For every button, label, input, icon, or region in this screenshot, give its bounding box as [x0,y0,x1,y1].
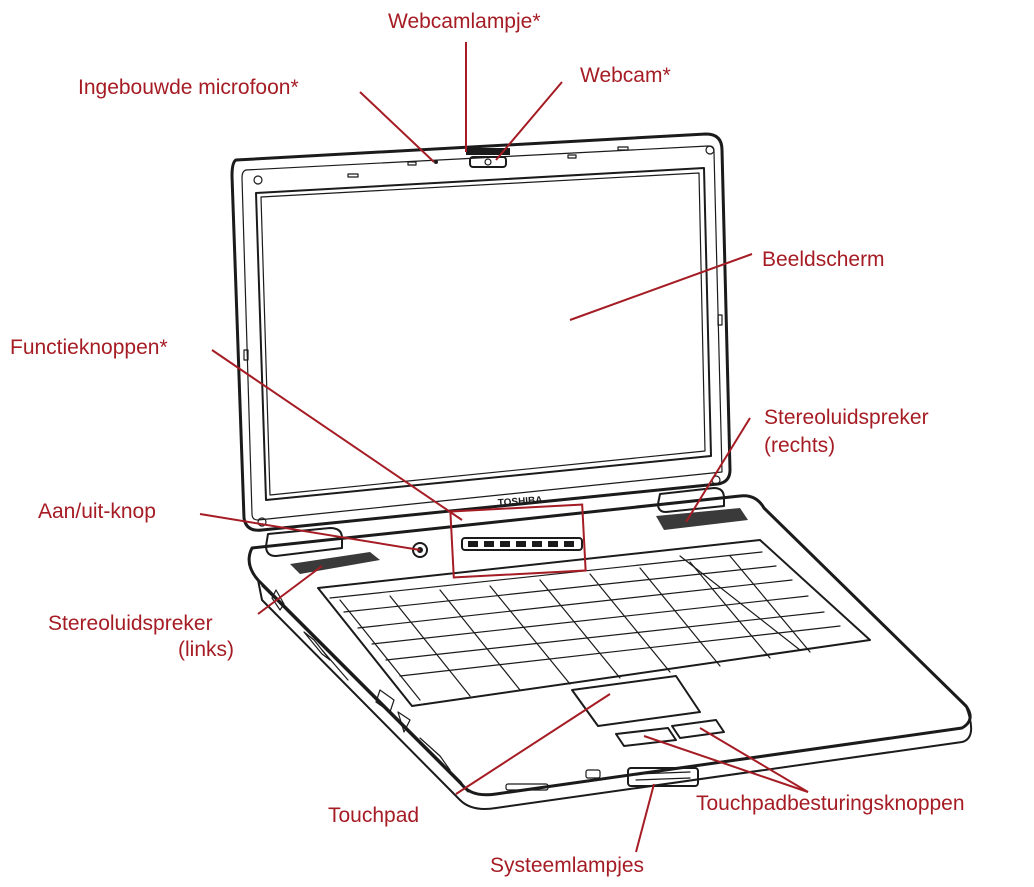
label-speaker-left-sub: (links) [178,638,234,661]
label-display: Beeldscherm [762,248,885,271]
display-screen [255,167,712,501]
label-microphone: Ingebouwde microfoon* [78,76,299,99]
label-speaker-right-sub: (rechts) [764,434,835,457]
webcam-icon [469,156,507,168]
label-function-buttons: Functieknoppen* [10,336,168,359]
label-webcam-light: Webcamlampje* [388,10,541,33]
touchpad-surface [571,675,701,727]
laptop-illustration: TOSHIBA [230,132,973,810]
brand-logo: TOSHIBA [497,495,542,509]
label-webcam: Webcam* [580,64,671,87]
speaker-left [290,552,380,574]
webcam-light-icon [466,148,510,155]
speaker-right [656,508,748,530]
function-button-icons [468,541,574,547]
side-ports [271,589,451,771]
leader-lines [199,42,809,853]
power-button-icon [412,542,428,558]
label-system-lights: Systeemlampjes [490,854,644,877]
label-power-button: Aan/uit-knop [38,500,156,523]
touchpad-button-right [671,719,725,739]
label-touchpad: Touchpad [328,804,419,827]
label-speaker-right: Stereoluidspreker [764,406,929,429]
callout-labels: Webcamlampje* Ingebouwde microfoon* Webc… [10,10,965,877]
label-touchpad-buttons: Touchpadbesturingsknoppen [696,792,965,815]
laptop-base [247,494,972,797]
lid-frame [230,132,732,532]
keyboard [317,539,871,707]
keyboard-keys [329,551,841,701]
function-buttons-callout-box [449,503,587,579]
label-speaker-left: Stereoluidspreker [48,612,213,635]
microphone-icon [434,160,438,164]
touchpad-button-left [615,727,677,747]
system-lights-icon [627,767,699,787]
